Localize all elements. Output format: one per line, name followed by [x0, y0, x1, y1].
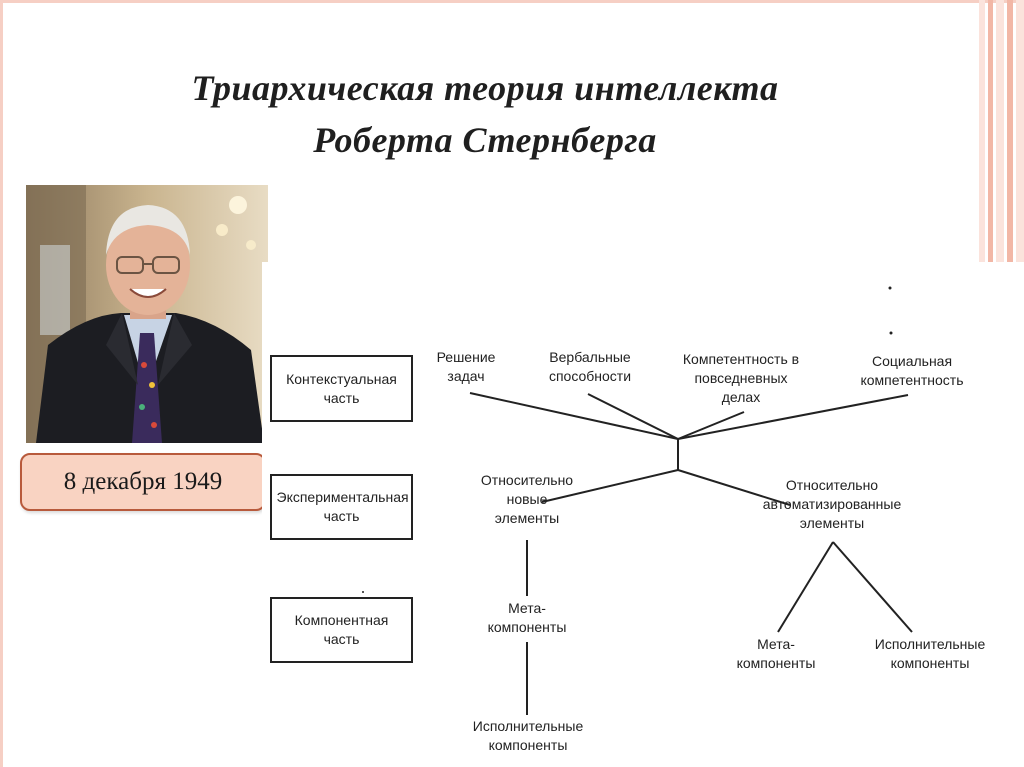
- title-line-2: Роберта Стернберга: [313, 120, 657, 160]
- node-automated-elements: Относительно автоматизированные элементы: [762, 477, 902, 531]
- node-social-competence: Социальная компетентность: [860, 353, 964, 388]
- node-performance-components-right: Исполнительные компоненты: [874, 636, 986, 671]
- part-box-experimental: Экспериментальная часть: [270, 474, 413, 540]
- part-box-componential: Компонентная часть: [270, 597, 413, 663]
- part-label-contextual: Контекстуальная часть: [286, 370, 397, 406]
- node-novel-elements: Относительно новые элементы: [480, 472, 574, 526]
- node-problem-solving: Решение задач: [436, 349, 496, 384]
- stray-dot: [362, 591, 364, 593]
- node-performance-components-left: Исполнительные компоненты: [472, 718, 584, 753]
- part-label-componential: Компонентная часть: [294, 612, 389, 647]
- node-verbal-abilities: Вербальные способности: [548, 349, 632, 384]
- portrait-illustration: [26, 185, 268, 443]
- stray-dot: [889, 331, 893, 335]
- node-everyday-competence: Компетентность в повседневных делах: [682, 351, 800, 405]
- slide-title: Триархическая теория интеллекта Роберта …: [40, 62, 930, 166]
- node-meta-components-right: Мета-компоненты: [736, 636, 816, 671]
- portrait-photo: [26, 185, 268, 443]
- title-line-1: Триархическая теория интеллекта: [191, 68, 779, 108]
- stray-dot: [888, 286, 892, 290]
- node-meta-components-left: Мета-компоненты: [487, 600, 567, 635]
- part-box-contextual: Контекстуальная часть: [270, 355, 413, 422]
- part-label-experimental: Экспериментальная часть: [276, 489, 409, 524]
